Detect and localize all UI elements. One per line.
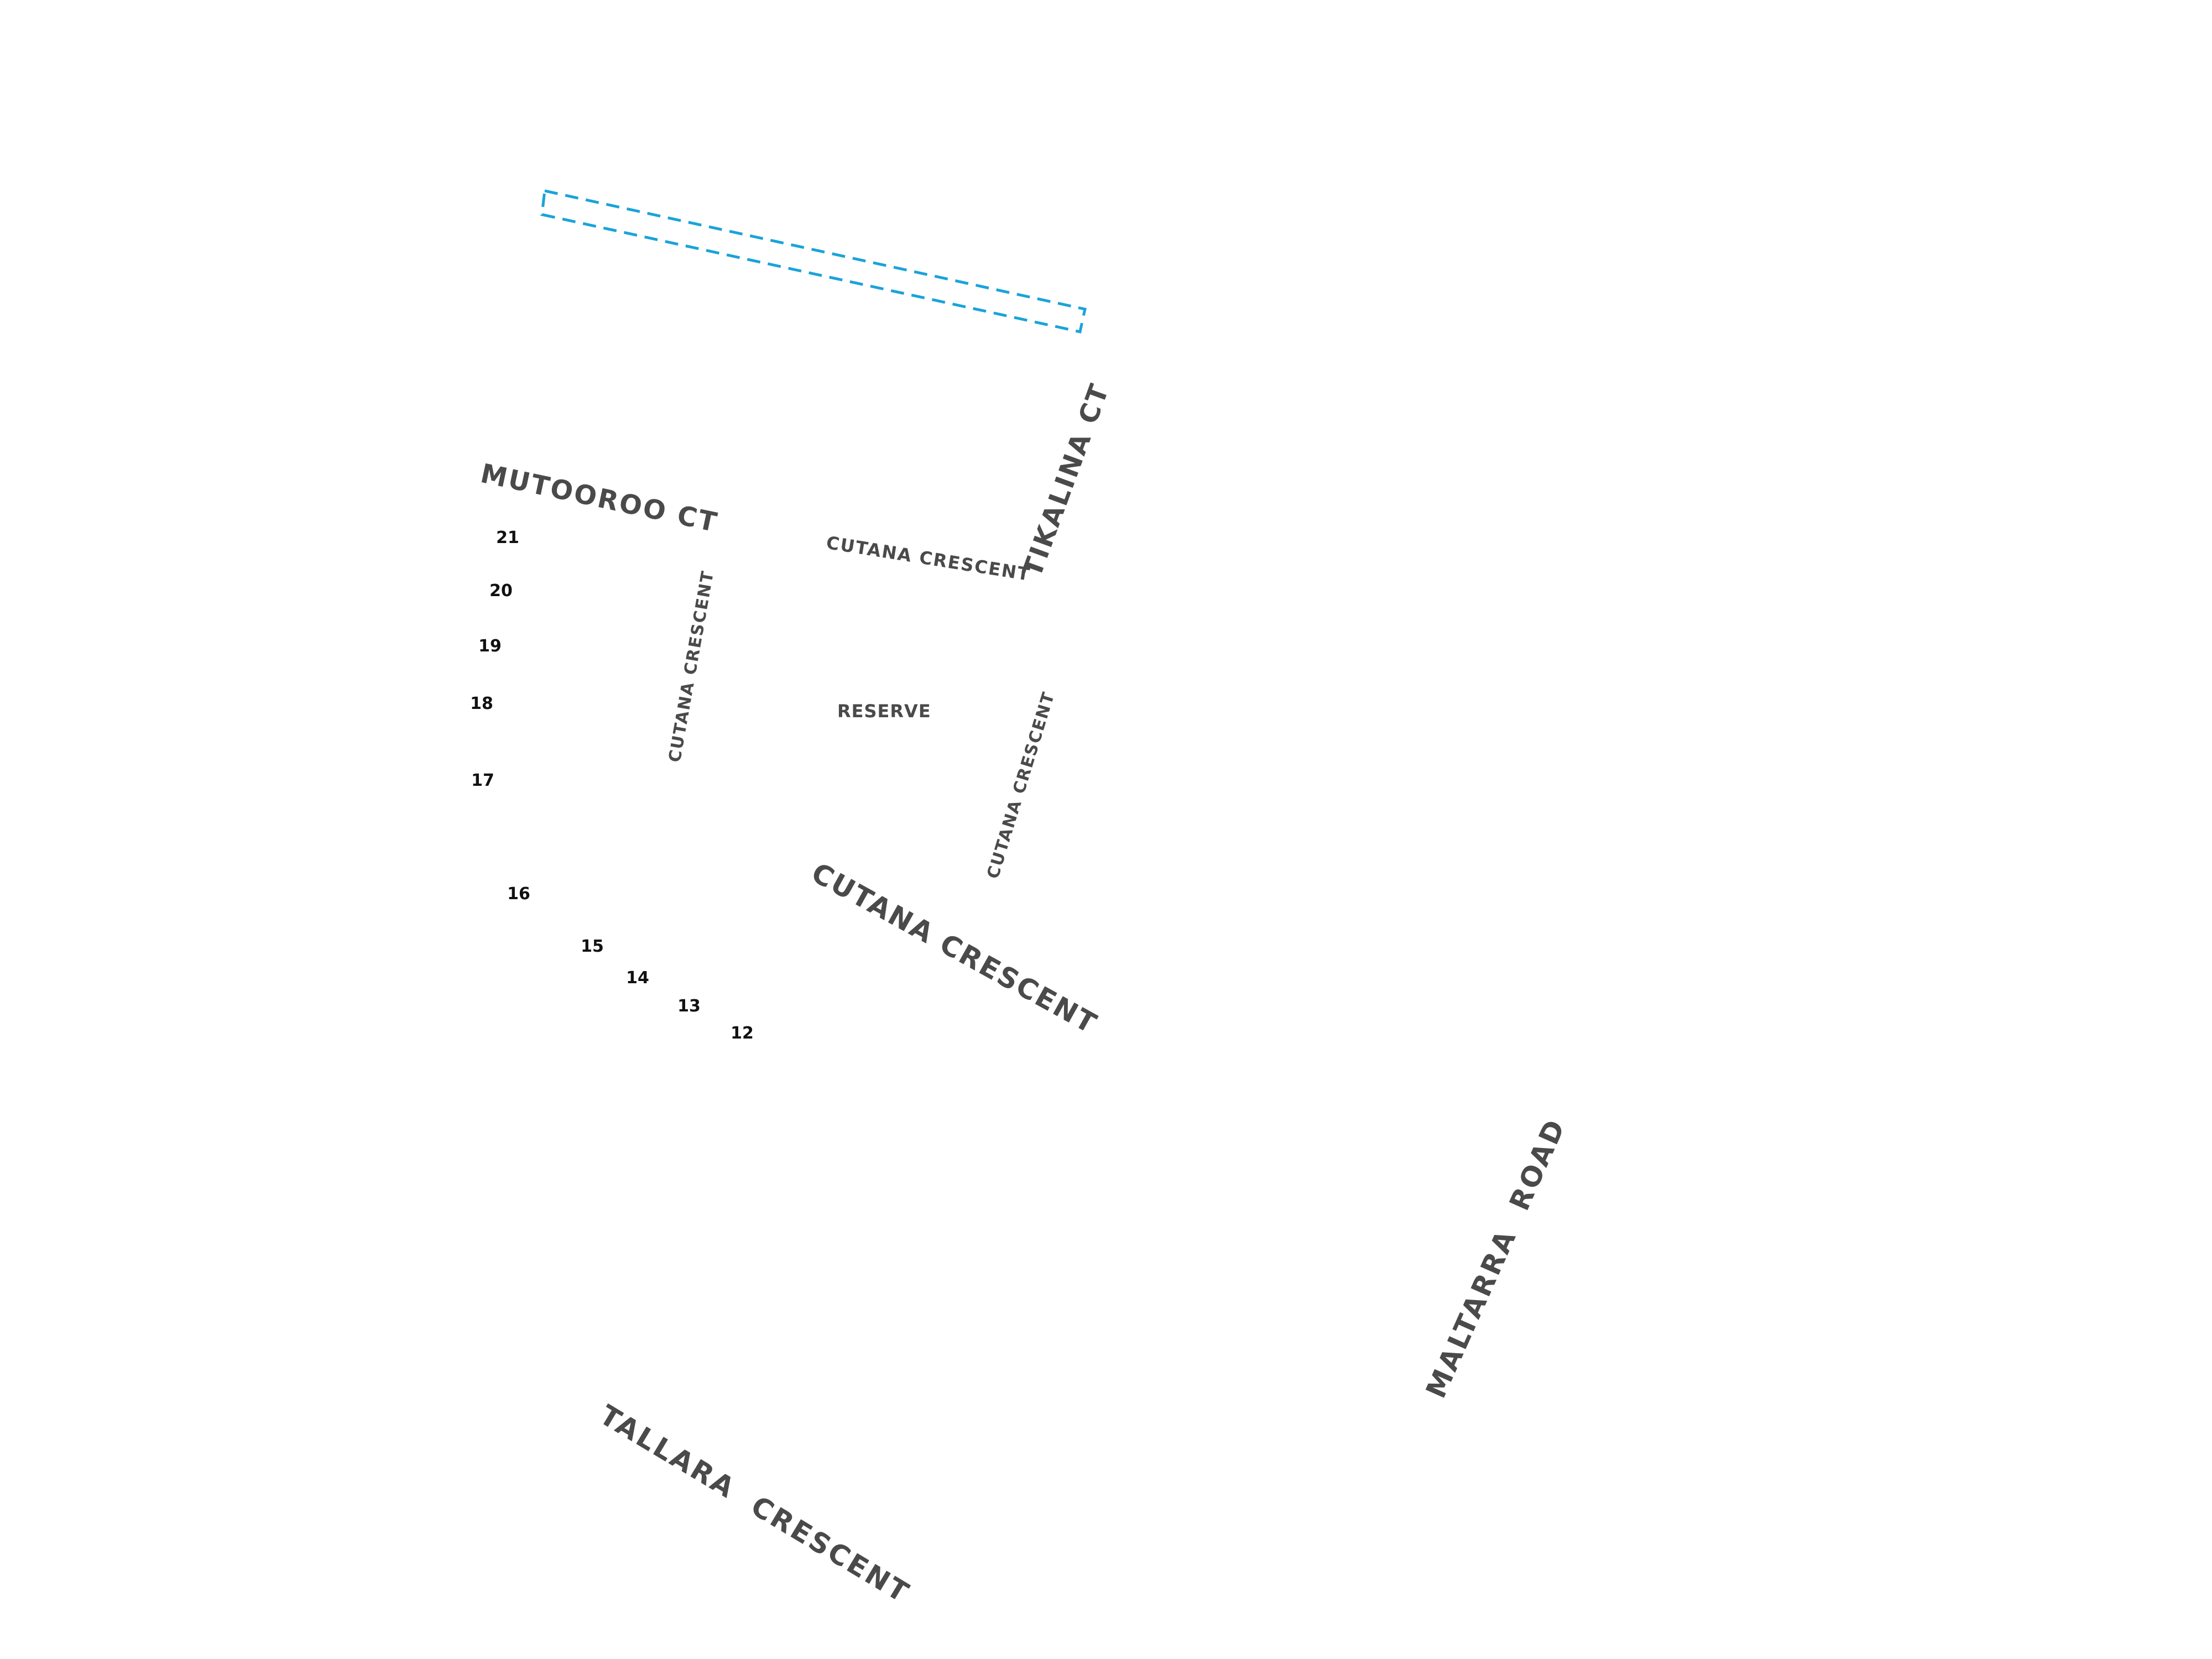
lot-number-14[interactable]: 14	[626, 968, 649, 988]
reserve-label: RESERVE	[837, 701, 931, 722]
lot-number-18[interactable]: 18	[470, 694, 493, 713]
lot-number-17[interactable]: 17	[471, 771, 494, 790]
highlighted-parcel[interactable]	[540, 189, 1087, 333]
lot-number-20[interactable]: 20	[489, 581, 513, 601]
lot-number-15[interactable]: 15	[581, 937, 604, 956]
lot-number-13[interactable]: 13	[677, 997, 701, 1016]
lot-number-21[interactable]: 21	[496, 528, 519, 547]
lot-number-12[interactable]: 12	[731, 1024, 754, 1043]
lot-number-16[interactable]: 16	[507, 884, 530, 904]
lot-number-19[interactable]: 19	[478, 637, 502, 656]
